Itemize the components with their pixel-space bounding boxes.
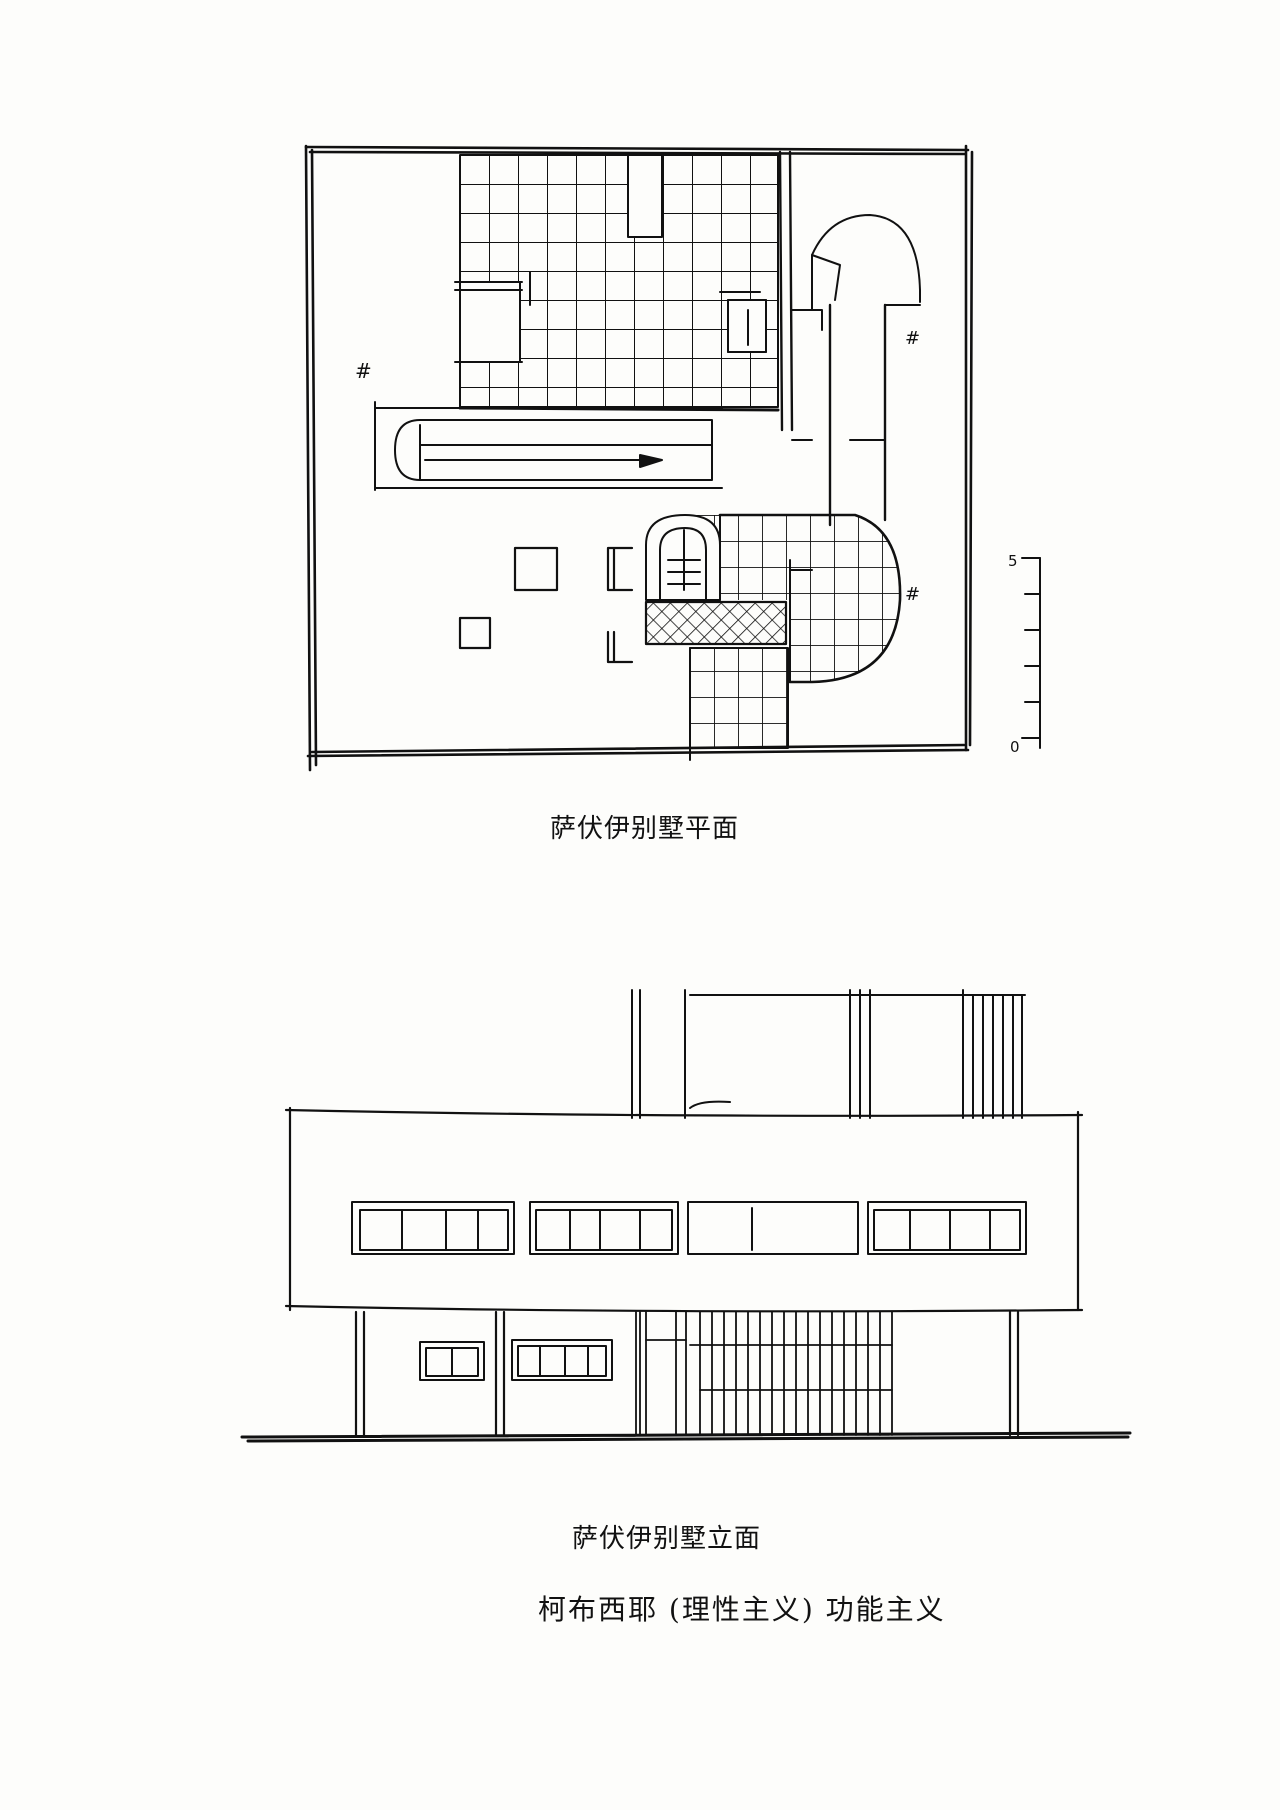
elevation-ground-line [240,1431,1132,1443]
plan-outer-frame [304,144,974,772]
floor-plan: # # # [304,144,1041,772]
plan-stair-curve [791,214,921,527]
plan-columns [458,546,634,664]
column-mark: # [355,359,372,383]
elevation-ground-windows [419,1339,613,1381]
plan-hatched-slab [644,600,788,646]
plan-entrance-grid [689,647,789,761]
plan-wall [778,150,794,432]
elevation-pilotis [354,1310,1020,1437]
plan-ramp [374,401,723,491]
elevation-caption: 萨伏伊别墅立面 [572,1524,762,1554]
plan-caption: 萨伏伊别墅平面 [550,814,740,844]
elevation-curtain-wall [635,1311,893,1436]
scale-label-bottom: 0 [1010,738,1020,756]
elevation-roof-pavilion [631,989,1026,1119]
architect-note: 柯布西耶 (理性主义) 功能主义 [538,1593,946,1626]
elevation-drawing [240,989,1132,1443]
column-mark: # [905,584,920,605]
elevation-ribbon-windows [351,1201,1027,1255]
column-mark: # [905,328,920,349]
plan-top-grid [454,154,780,412]
elevation-upper-box [284,1106,1084,1313]
plan-spiral-stair [645,514,721,601]
scale-label-top: 5 [1008,552,1018,570]
plan-scale-bar: 5 0 [1008,552,1041,756]
